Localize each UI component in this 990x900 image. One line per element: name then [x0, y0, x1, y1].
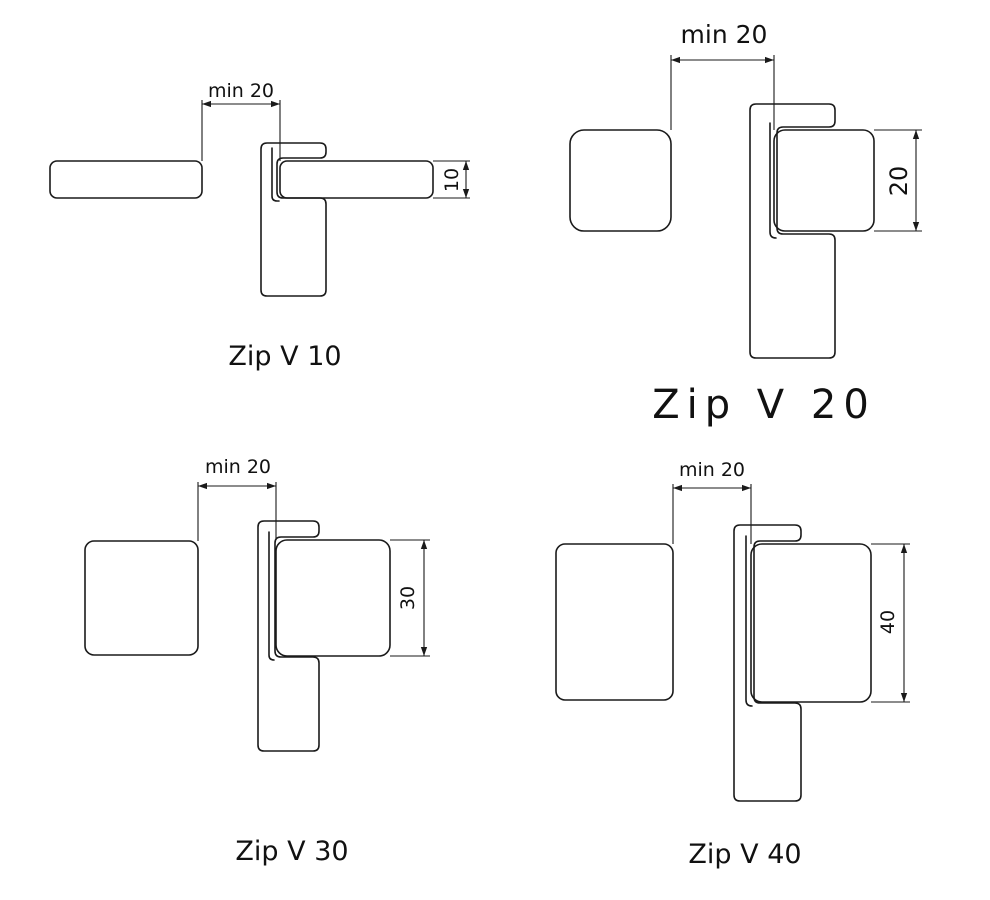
inner-rail-liner: [268, 531, 275, 661]
fabric-slat: [750, 543, 872, 703]
gap-dimension-label: min 20: [208, 80, 274, 102]
guide-rail: [749, 103, 836, 359]
left-slat: [555, 543, 674, 701]
gap-dimension-label: min 20: [681, 20, 768, 49]
profile-caption: Zip V 30: [235, 836, 348, 867]
guide-rail: [733, 524, 802, 802]
fabric-slat: [275, 539, 391, 657]
left-slat: [49, 160, 203, 199]
inner-rail-liner: [769, 122, 777, 239]
left-slat: [84, 540, 199, 656]
zip-v-20-detail: min 20 20 Zip V 20: [569, 20, 922, 428]
zip-v-40-detail: min 20 40 Zip V 40: [555, 459, 910, 870]
profile-caption: Zip V 40: [688, 839, 801, 870]
fabric-slat: [279, 160, 434, 199]
inner-rail-liner: [271, 147, 280, 202]
left-slat: [569, 129, 672, 232]
profile-caption: Zip V 10: [228, 341, 341, 372]
guide-rail: [260, 142, 327, 297]
fabric-slat: [773, 129, 875, 232]
gap-dimension-label: min 20: [205, 456, 271, 478]
zip-v-30-detail: min 20 30 Zip V 30: [84, 456, 430, 867]
profile-caption: Zip V 20: [652, 382, 876, 428]
height-dimension-label: 10: [441, 168, 463, 192]
zip-v-10-detail: min 20 10 Zip V 10: [49, 80, 470, 372]
guide-rail: [257, 520, 320, 752]
inner-rail-liner: [745, 535, 753, 707]
height-dimension-label: 20: [885, 166, 913, 197]
gap-dimension-label: min 20: [679, 459, 745, 481]
height-dimension-label: 30: [397, 586, 419, 610]
height-dimension-label: 40: [877, 610, 899, 634]
